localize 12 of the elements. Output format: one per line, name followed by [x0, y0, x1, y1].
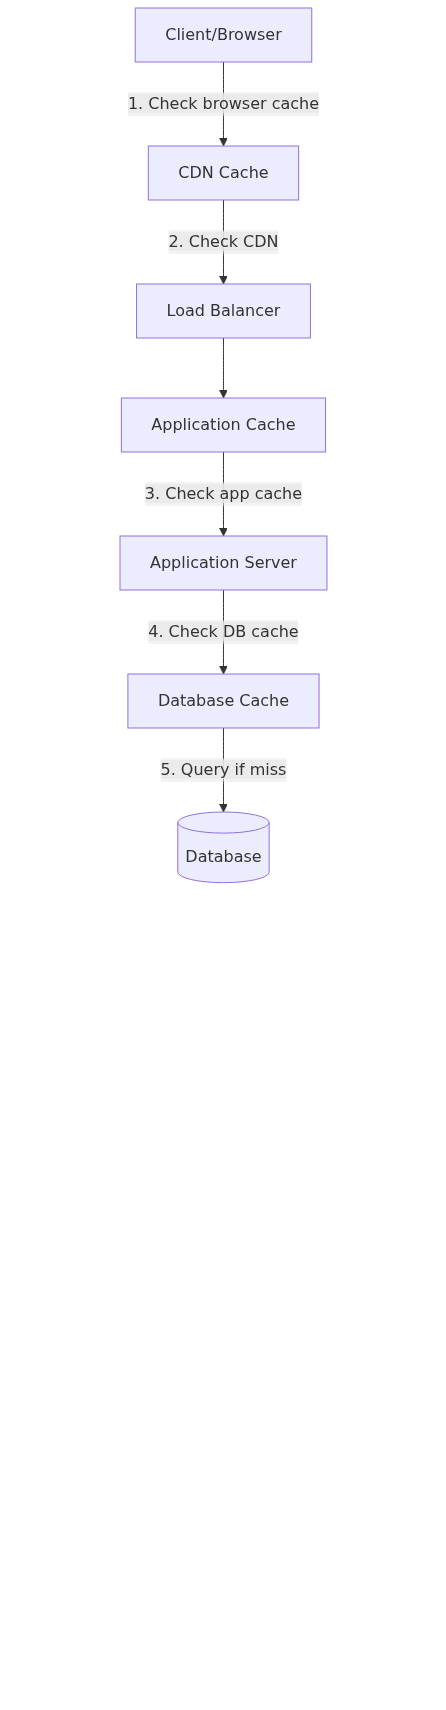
node-box: Client/Browser: [134, 7, 312, 63]
node-box: Application Server: [119, 535, 327, 591]
edge-label: 1. Check browser cache: [127, 94, 319, 113]
edge-label: 3. Check app cache: [144, 483, 302, 503]
node-box: Database Cache: [126, 673, 320, 729]
node-box: Application Cache: [120, 397, 326, 453]
edge-label: 5. Query if miss: [160, 759, 286, 779]
arrow: [218, 337, 228, 399]
edge-label: 2. Check CDN: [167, 232, 279, 251]
node-box: Load Balancer: [135, 283, 311, 339]
node-box: CDN Cache: [147, 145, 299, 201]
edge-label: 4. Check DB cache: [147, 621, 299, 641]
